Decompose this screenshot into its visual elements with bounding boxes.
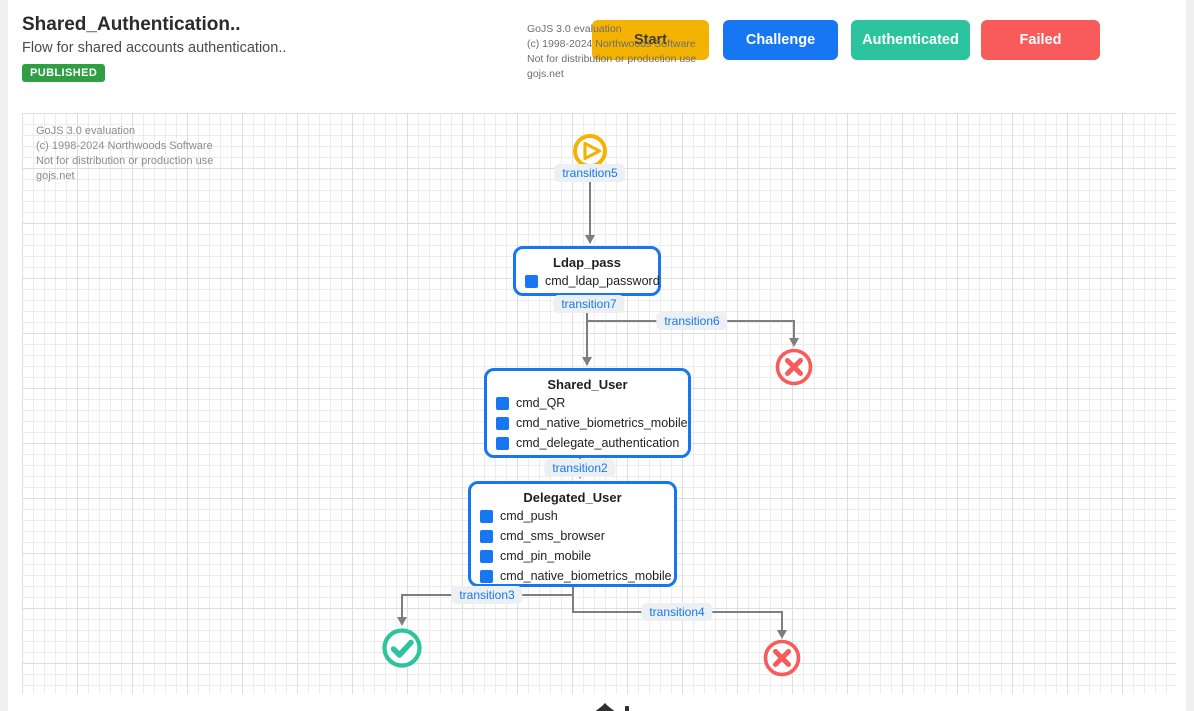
state-node-ldap-pass[interactable]: Ldap_pass cmd_ldap_password [513, 246, 661, 296]
command-label: cmd_native_biometrics_mobile [500, 569, 672, 583]
node-command-item: cmd_push [480, 506, 665, 526]
command-square-icon [496, 396, 509, 410]
node-command-item: cmd_sms_browser [480, 526, 665, 546]
node-title: Delegated_User [523, 490, 622, 505]
command-square-icon [496, 436, 509, 450]
command-label: cmd_QR [516, 396, 566, 410]
transition-label-5[interactable]: transition5 [554, 164, 626, 182]
link-transition6[interactable] [587, 320, 799, 347]
legend-button-challenge[interactable]: Challenge [723, 20, 838, 60]
status-badge: PUBLISHED [22, 64, 106, 82]
command-square-icon [480, 569, 493, 583]
watermark-line: (c) 1998-2024 Northwoods Software [527, 38, 696, 50]
transition-label-4[interactable]: transition4 [641, 603, 713, 621]
legend-button-start[interactable]: Start [592, 20, 709, 60]
command-square-icon [496, 416, 509, 430]
command-label: cmd_ldap_password [545, 274, 660, 288]
node-command-item: cmd_native_biometrics_mobile [480, 566, 672, 586]
transition-label-7[interactable]: transition7 [553, 295, 625, 313]
command-label: cmd_push [500, 509, 558, 523]
watermark-line: gojs.net [527, 68, 564, 80]
state-node-shared-user[interactable]: Shared_User cmd_QR cmd_native_biometrics_… [484, 368, 691, 458]
diagram-canvas[interactable]: GoJS 3.0 evaluation (c) 1998-2024 Northw… [22, 113, 1176, 694]
watermark-line: gojs.net [36, 170, 75, 182]
command-label: cmd_pin_mobile [500, 549, 592, 563]
command-label: cmd_sms_browser [500, 529, 605, 543]
page-title: Shared_Authentication.. [22, 14, 241, 35]
node-command-list: cmd_ldap_password [525, 271, 660, 291]
watermark-line: GoJS 3.0 evaluation [527, 23, 622, 35]
page-left-edge [0, 0, 8, 711]
page-right-edge [1186, 0, 1194, 711]
command-label: cmd_delegate_authentication [516, 436, 680, 450]
command-label: cmd_native_biometrics_mobile [516, 416, 688, 430]
node-title: Ldap_pass [553, 255, 621, 270]
legend-button-authenticated[interactable]: Authenticated [851, 20, 970, 60]
node-command-list: cmd_QR cmd_native_biometrics_mobile cmd_de… [496, 393, 688, 453]
command-square-icon [480, 529, 493, 543]
partial-bottom-icon [593, 703, 617, 711]
watermark-line: (c) 1998-2024 Northwoods Software [36, 140, 213, 152]
watermark-line: Not for distribution or production use [36, 155, 214, 167]
node-command-item: cmd_QR [496, 393, 679, 413]
x-icon[interactable] [763, 639, 801, 677]
gojs-watermark-header: GoJS 3.0 evaluation (c) 1998-2024 Northw… [527, 22, 696, 82]
transition-label-2[interactable]: transition2 [544, 459, 616, 477]
play-icon[interactable] [573, 134, 607, 168]
command-square-icon [480, 509, 493, 523]
partial-bottom-icon [625, 706, 629, 711]
transition-label-3[interactable]: transition3 [451, 586, 523, 604]
node-command-item: cmd_ldap_password [525, 271, 660, 291]
node-command-item: cmd_pin_mobile [480, 546, 665, 566]
node-title: Shared_User [547, 377, 628, 392]
node-command-item: cmd_native_biometrics_mobile [496, 413, 688, 433]
node-command-item: cmd_delegate_authentication [496, 433, 679, 453]
check-icon[interactable] [382, 628, 422, 668]
watermark-line: Not for distribution or production use [527, 53, 697, 65]
legend-button-failed[interactable]: Failed [981, 20, 1100, 60]
command-square-icon [525, 274, 538, 288]
gojs-watermark-canvas: GoJS 3.0 evaluation (c) 1998-2024 Northw… [36, 124, 213, 184]
watermark-line: GoJS 3.0 evaluation [36, 125, 136, 137]
command-square-icon [480, 549, 493, 563]
page-subtitle: Flow for shared accounts authentication.… [22, 40, 287, 56]
x-icon[interactable] [775, 348, 813, 386]
transition-label-6[interactable]: transition6 [656, 312, 728, 330]
